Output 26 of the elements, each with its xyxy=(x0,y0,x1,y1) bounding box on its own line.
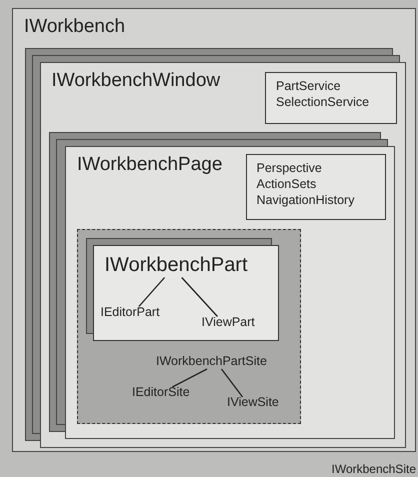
site-label: IWorkbenchSite xyxy=(332,462,416,476)
member-list-box xyxy=(265,72,397,124)
workbench-box xyxy=(12,8,416,452)
node-title: IWorkbench xyxy=(24,16,126,38)
interface-label: IViewSite xyxy=(227,395,279,409)
member-list-box xyxy=(246,154,386,220)
member-name: NavigationHistory xyxy=(256,192,356,208)
node-title: IWorkbenchPage xyxy=(77,154,222,176)
part-box xyxy=(93,245,279,341)
page-box xyxy=(65,146,395,439)
interface-title: IWorkbenchPart xyxy=(104,254,248,276)
window-box xyxy=(40,62,406,448)
connector-line xyxy=(172,368,208,388)
interface-label: IEditorSite xyxy=(132,385,190,399)
connector-line xyxy=(138,277,166,307)
member-name: ActionSets xyxy=(256,176,318,192)
member-name: SelectionService xyxy=(276,94,370,110)
connector-line xyxy=(220,368,244,398)
connector-line xyxy=(181,277,218,317)
member-name: PartService xyxy=(276,78,342,94)
interface-label: IWorkbenchPartSite xyxy=(156,354,267,368)
dashed-region xyxy=(76,228,300,424)
interface-label: IEditorPart xyxy=(100,304,160,318)
member-name: Perspective xyxy=(256,160,323,176)
interface-label: IViewPart xyxy=(202,314,255,328)
node-title: IWorkbenchWindow xyxy=(52,70,220,92)
